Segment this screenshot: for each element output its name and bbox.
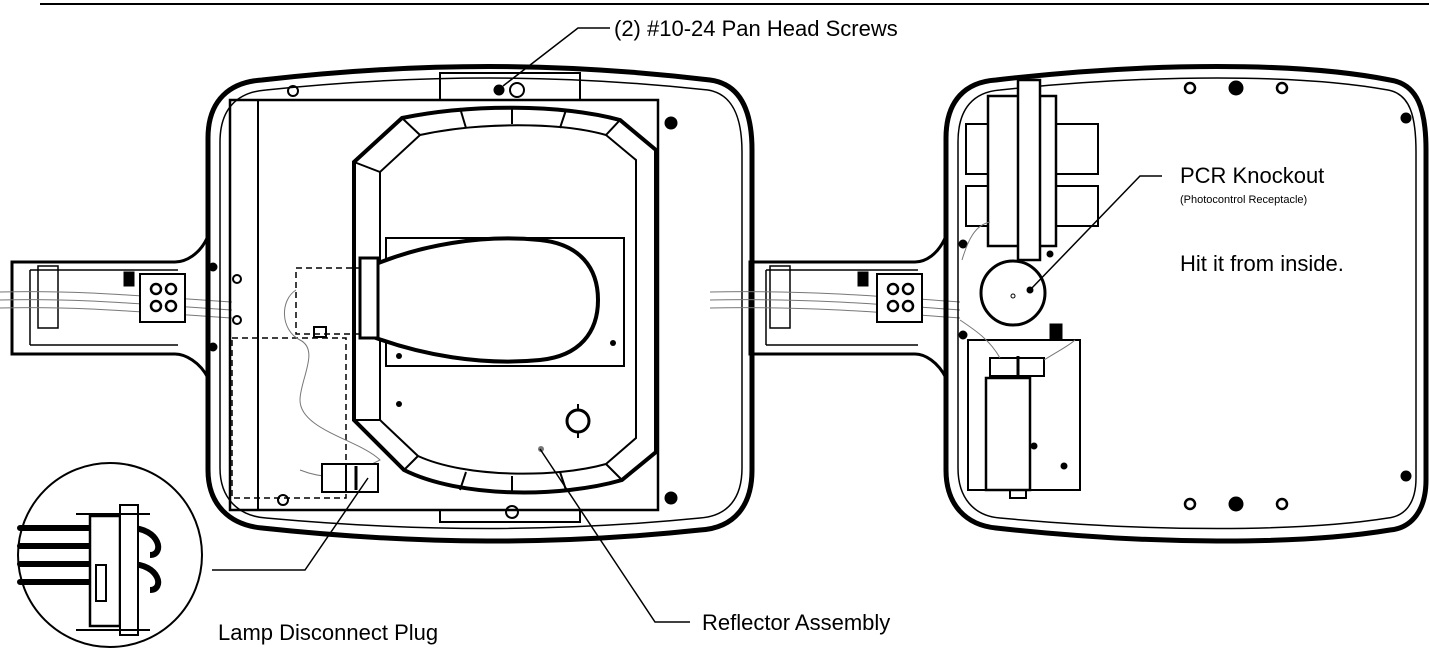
lamp-socket [358,256,380,340]
pcr-subtitle-label: (Photocontrol Receptacle) [1180,194,1307,206]
left-bottom-tab [439,509,581,523]
left-top-tab [439,72,581,101]
left-arm-wires [0,291,233,319]
left-disconnect-plug [321,463,379,493]
reflector-leader [539,448,690,623]
plug-zoom-wires [17,525,93,585]
plug-zoom [17,462,203,648]
right-arm-wires [709,291,961,319]
screws-leader [502,27,610,87]
left-dashed-box-upper [295,267,361,335]
left-housing-outer [205,64,755,544]
plug-zoom-circle [17,462,203,648]
left-fixture [0,64,755,544]
left-housing-inner [219,77,743,530]
left-dashed-box-lower [231,337,347,499]
plug-leader [212,477,369,571]
right-housing-outer [943,64,1429,544]
left-arm-block [37,265,59,329]
reflector-inner [379,124,637,475]
reflector-label: Reflector Assembly [702,610,890,635]
pcr-knockout-label: PCR Knockout [1180,163,1324,188]
left-terminal-block [139,273,186,323]
right-fixture [709,64,1429,544]
screws-label: (2) #10-24 Pan Head Screws [614,16,898,41]
leader-lines [212,27,1162,623]
lamp-plug-label: Lamp Disconnect Plug [218,620,438,645]
right-terminal-block [876,273,923,323]
left-top-screw [493,84,505,96]
pcr-knockout-circle [979,259,1047,327]
reflector-outer [352,105,658,495]
pcr-leader [1029,175,1162,291]
right-housing-inner [957,77,1417,530]
lamp-bulb [374,236,601,364]
hit-instruction-label: Hit it from inside. [1180,251,1344,276]
